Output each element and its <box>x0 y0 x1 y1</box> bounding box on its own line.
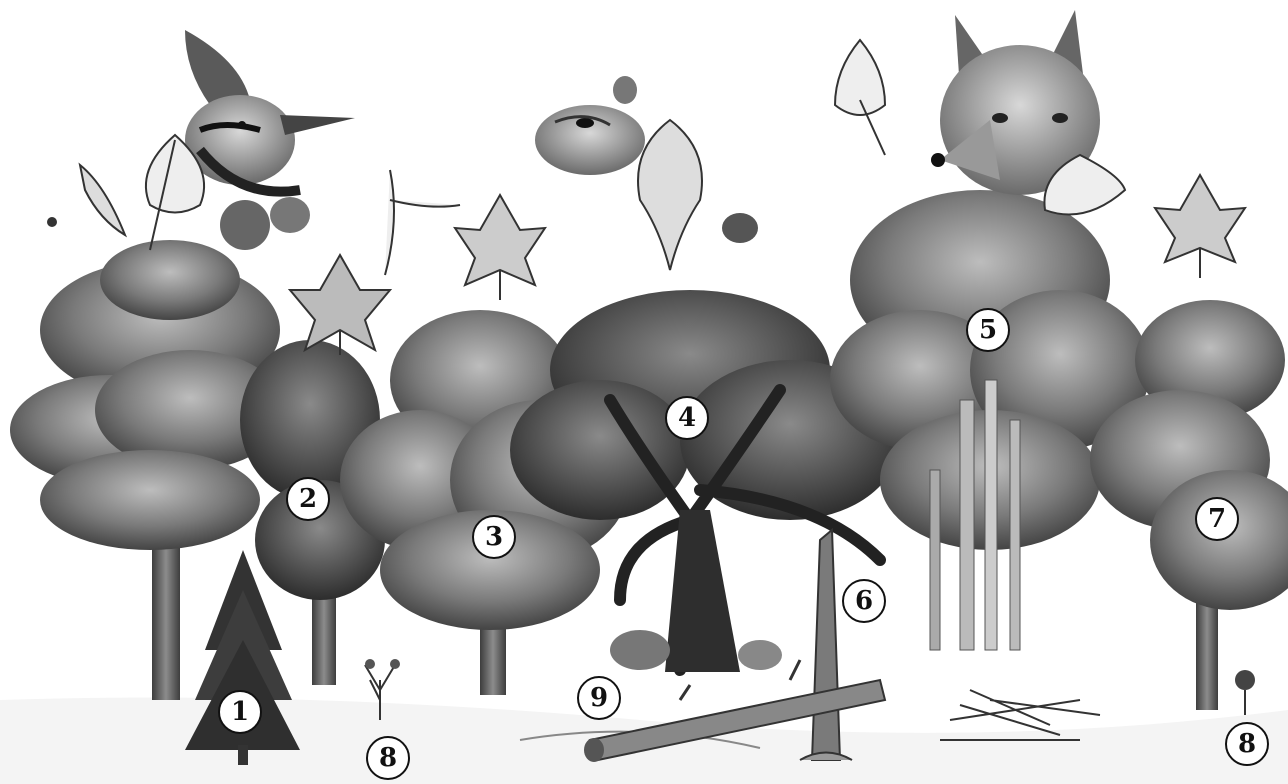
marker-7: 7 <box>1195 497 1239 541</box>
marker-8-left: 8 <box>366 736 410 780</box>
seed-samara-icon <box>385 170 460 275</box>
birch-tree-5 <box>830 190 1150 650</box>
marker-5: 5 <box>966 308 1010 352</box>
marker-9: 9 <box>577 676 621 720</box>
pine-cone-icon <box>220 197 310 250</box>
chipmunk-illustration <box>535 76 645 175</box>
marker-6: 6 <box>842 579 886 623</box>
shrub-8-right <box>1235 670 1255 715</box>
marker-2: 2 <box>286 477 330 521</box>
marker-1: 1 <box>218 690 262 734</box>
leaf-icon <box>47 165 125 235</box>
dead-snag-6 <box>800 530 852 760</box>
marker-8-right: 8 <box>1225 722 1269 766</box>
maple-leaf-icon <box>1155 175 1245 278</box>
maple-leaf-icon <box>455 195 545 300</box>
marker-4: 4 <box>665 396 709 440</box>
acorn-icon <box>722 213 758 243</box>
oak-leaf-icon <box>638 120 702 270</box>
leaf-icon <box>835 40 885 155</box>
maple-leaf-icon <box>290 255 390 355</box>
woodpecker-illustration <box>185 30 355 192</box>
marker-3: 3 <box>472 515 516 559</box>
